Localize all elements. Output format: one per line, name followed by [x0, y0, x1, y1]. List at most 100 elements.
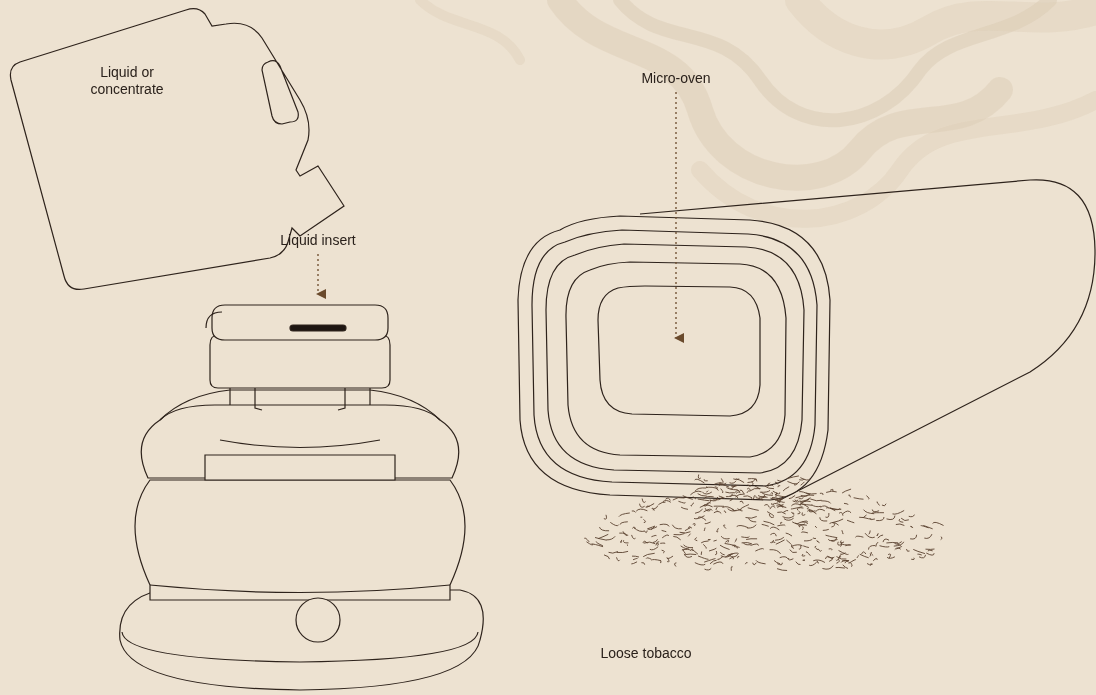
tobacco-strand	[683, 496, 692, 500]
tobacco-strand	[749, 519, 756, 522]
tobacco-strand	[801, 532, 807, 533]
tobacco-strand	[703, 505, 712, 507]
tobacco-strand	[728, 509, 736, 511]
tobacco-strand	[768, 485, 773, 486]
tobacco-strand	[772, 497, 780, 499]
tobacco-strand	[656, 542, 659, 545]
tobacco-strand	[827, 491, 837, 492]
tobacco-strand	[693, 523, 695, 525]
tobacco-strand	[756, 561, 765, 564]
tobacco-strand	[768, 483, 770, 485]
tobacco-strand	[663, 535, 669, 538]
tobacco-strand	[836, 567, 845, 569]
tobacco-strand	[747, 488, 750, 490]
tobacco-strand	[750, 488, 761, 491]
tobacco-strand	[632, 562, 637, 564]
liquid-insert-device	[120, 305, 484, 690]
tobacco-strand	[791, 507, 802, 509]
tobacco-strand	[645, 531, 647, 533]
tobacco-strand	[762, 493, 773, 496]
tobacco-strand	[830, 522, 838, 525]
tobacco-strand	[662, 531, 666, 532]
tobacco-strand	[740, 490, 744, 494]
tobacco-strand	[646, 504, 654, 508]
tobacco-strand	[604, 515, 606, 519]
tobacco-strand	[895, 548, 900, 550]
tobacco-strand	[617, 558, 620, 561]
tobacco-strand	[796, 524, 807, 526]
tobacco-strand	[642, 499, 645, 503]
tobacco-strand	[731, 566, 732, 570]
tobacco-strand	[912, 558, 915, 559]
tobacco-strand	[737, 556, 738, 558]
tobacco-strand	[883, 539, 889, 542]
tobacco-strand	[714, 540, 716, 542]
tobacco-strand	[924, 526, 933, 529]
tobacco-strand	[802, 554, 805, 556]
tobacco-strand	[804, 539, 812, 541]
tobacco-strand	[803, 559, 805, 561]
tobacco-strand	[771, 541, 773, 542]
tobacco-strand	[867, 564, 871, 566]
tobacco-strand	[832, 523, 835, 527]
tobacco-strand	[746, 517, 757, 519]
tobacco-strand	[873, 512, 884, 513]
tobacco-strand	[844, 503, 848, 504]
tobacco-strand	[765, 486, 774, 489]
tobacco-strand	[882, 504, 886, 506]
tobacco-strand	[849, 495, 851, 497]
tobacco-strand	[710, 560, 716, 563]
tobacco-strand	[714, 562, 723, 564]
tobacco-strand	[714, 506, 724, 507]
tobacco-strand	[833, 519, 843, 522]
tobacco-strand	[901, 519, 908, 521]
tobacco-strand	[703, 492, 712, 494]
tobacco-strand	[793, 501, 800, 502]
tobacco-strand	[877, 502, 880, 506]
tobacco-strand	[644, 520, 646, 523]
tobacco-strand	[704, 528, 706, 531]
tobacco-strand	[887, 542, 898, 543]
tobacco-strand	[642, 563, 645, 565]
part-label: Micro-oven	[641, 70, 710, 87]
tobacco-strand	[643, 541, 647, 543]
tobacco-strand	[775, 494, 784, 497]
tobacco-strand	[708, 539, 710, 541]
tobacco-strand	[919, 555, 925, 558]
tobacco-strand	[755, 495, 757, 497]
tobacco-strand	[909, 515, 914, 517]
tobacco-strand	[719, 482, 723, 483]
tobacco-strand	[820, 493, 823, 494]
tobacco-strand	[730, 486, 735, 490]
tobacco-strand	[709, 487, 719, 490]
tobacco-strand	[714, 511, 721, 513]
tobacco-strand	[789, 496, 795, 499]
tobacco-strand	[698, 475, 700, 479]
tobacco-strand	[933, 522, 943, 525]
tobacco-strand	[747, 538, 757, 540]
tobacco-strand	[720, 545, 729, 549]
tobacco-strand	[770, 550, 780, 554]
tobacco-strand	[704, 505, 707, 506]
tobacco-strand	[718, 557, 723, 560]
tobacco-strand	[722, 479, 724, 482]
tobacco-strand	[753, 563, 756, 565]
tobacco-strand	[748, 479, 755, 483]
tobacco-strand	[734, 546, 740, 548]
tobacco-strand	[584, 538, 589, 542]
tobacco-strand	[747, 490, 749, 492]
tobacco-strand	[634, 528, 645, 532]
tobacco-strand	[648, 527, 657, 530]
tobacco-strand	[741, 505, 749, 509]
tobacco-strand	[695, 479, 704, 483]
tobacco-strand	[790, 550, 797, 553]
tobacco-strand	[730, 557, 734, 559]
tobacco-strand	[695, 510, 702, 514]
tobacco-strand	[713, 498, 723, 500]
tobacco-strand	[607, 537, 615, 540]
tobacco-strand	[652, 559, 661, 560]
tobacco-strand	[778, 500, 785, 503]
tobacco-strand	[710, 497, 717, 501]
tobacco-strand	[774, 503, 784, 506]
tobacco-strand	[706, 486, 707, 487]
